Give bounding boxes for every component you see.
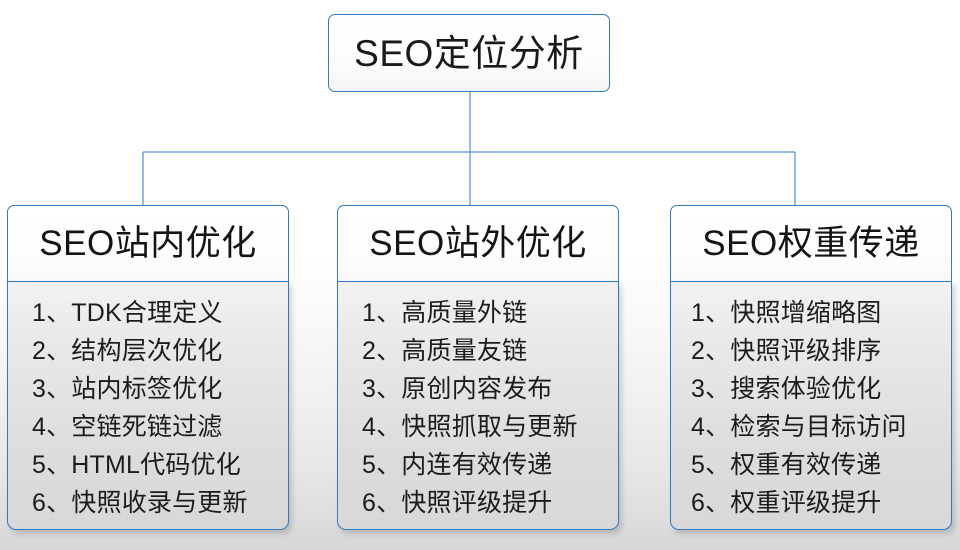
list-item: 2、结构层次优化 xyxy=(32,336,223,365)
column-seo-offsite: SEO站外优化 1、高质量外链 2、高质量友链 3、原创内容发布 4、快照抓取与… xyxy=(337,205,619,530)
root-node[interactable]: SEO定位分析 xyxy=(328,14,610,92)
list-item: 1、高质量外链 xyxy=(362,298,528,327)
column-header-3[interactable]: SEO权重传递 xyxy=(670,205,952,282)
list-item: 2、高质量友链 xyxy=(362,336,528,365)
column-list-3: 1、快照增缩略图 2、快照评级排序 3、搜索体验优化 4、检索与目标访问 5、权… xyxy=(670,280,952,530)
list-item: 3、搜索体验优化 xyxy=(691,374,882,403)
column-seo-onsite: SEO站内优化 1、TDK合理定义 2、结构层次优化 3、站内标签优化 4、空链… xyxy=(7,205,289,530)
list-item: 3、原创内容发布 xyxy=(362,374,553,403)
column-list-1: 1、TDK合理定义 2、结构层次优化 3、站内标签优化 4、空链死链过滤 5、H… xyxy=(7,280,289,530)
list-item: 6、快照评级提升 xyxy=(362,488,553,517)
list-item: 5、权重有效传递 xyxy=(691,450,882,479)
root-node-title: SEO定位分析 xyxy=(354,32,584,74)
list-item: 6、快照收录与更新 xyxy=(32,488,248,517)
list-item: 2、快照评级排序 xyxy=(691,336,882,365)
list-item: 3、站内标签优化 xyxy=(32,374,223,403)
column-seo-weight-transfer: SEO权重传递 1、快照增缩略图 2、快照评级排序 3、搜索体验优化 4、检索与… xyxy=(670,205,952,530)
column-header-title-3: SEO权重传递 xyxy=(702,224,920,263)
list-item: 6、权重评级提升 xyxy=(691,488,882,517)
list-item: 1、TDK合理定义 xyxy=(32,298,223,327)
column-header-title-1: SEO站内优化 xyxy=(39,224,257,263)
list-item: 1、快照增缩略图 xyxy=(691,298,882,327)
list-item: 4、空链死链过滤 xyxy=(32,412,223,441)
list-item: 4、快照抓取与更新 xyxy=(362,412,578,441)
column-header-title-2: SEO站外优化 xyxy=(369,224,587,263)
list-item: 5、内连有效传递 xyxy=(362,450,553,479)
column-list-2: 1、高质量外链 2、高质量友链 3、原创内容发布 4、快照抓取与更新 5、内连有… xyxy=(337,280,619,530)
list-item: 4、检索与目标访问 xyxy=(691,412,907,441)
list-item: 5、HTML代码优化 xyxy=(32,450,241,479)
column-header-1[interactable]: SEO站内优化 xyxy=(7,205,289,282)
column-header-2[interactable]: SEO站外优化 xyxy=(337,205,619,282)
